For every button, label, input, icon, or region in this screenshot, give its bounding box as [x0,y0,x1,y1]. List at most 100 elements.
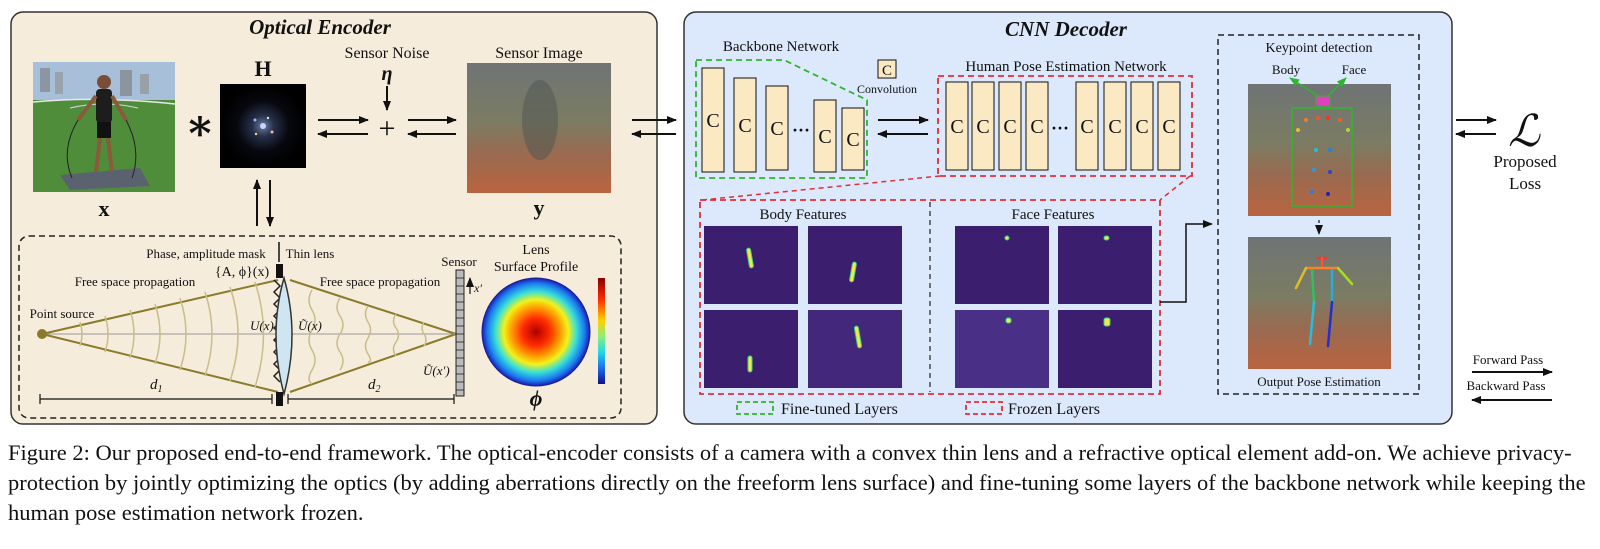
loss-symbol: ℒ [1508,107,1541,156]
keypoint-body-label: Body [1272,62,1301,77]
keypoint-panel: Keypoint detection Body Face [1217,34,1420,395]
frozen-legend-swatch [965,401,1003,415]
keypoint-title: Keypoint detection [1266,41,1373,56]
keypoint-face-label: Face [1342,62,1367,77]
conv-layer-label: C [1135,116,1148,138]
feature-activation [747,355,753,373]
optics-diagram: Phase, amplitude mask {A, ϕ}(x) Thin len… [18,235,622,419]
conv-layer-block [701,67,725,173]
forward-pass-label: Forward Pass [1473,352,1543,367]
conv-layer-label: C [976,116,989,138]
decoder-title: CNN Decoder [1005,17,1128,41]
u-tilde-xprime-label: Ũ(x′) [423,363,450,378]
conv-layer-block [1075,81,1099,171]
backbone-label: Backbone Network [723,39,840,55]
frozen-legend-label: Frozen Layers [1008,401,1100,418]
phi-symbol: ϕ [530,386,543,411]
feature-activation [1103,235,1110,241]
u-tilde-x-label: Ũ(x) [298,318,322,333]
lens-surface-profile [481,277,591,387]
pose-skeleton [1294,256,1354,348]
psf-kernel [220,84,306,168]
output-pose-label: Output Pose Estimation [1257,374,1381,389]
hpe-label: Human Pose Estimation Network [965,59,1167,75]
conv-layer-label: C [818,126,831,148]
backbone-outline [695,59,868,179]
framework-figure: Optical Encoder x ∗ H [10,11,1557,425]
feature-map [955,226,1049,304]
optical-encoder-panel: Optical Encoder x ∗ H [10,11,658,425]
feature-map [808,310,902,388]
feature-activation [849,261,857,283]
conv-layer-label: C [770,118,783,140]
conv-layer-label: C [846,129,859,151]
feature-activation [746,247,754,269]
conv-legend-box [877,59,897,79]
point-source-dot [37,329,47,339]
input-photo [32,62,176,192]
d2-label: d2 [368,377,381,395]
conv-layer-label: C [738,115,751,137]
conv-layer-block [945,81,969,171]
finetuned-legend-label: Fine-tuned Layers [781,401,898,418]
face-features-label: Face Features [1012,207,1095,223]
loss-label-2: Loss [1509,174,1541,193]
encoder-title: Optical Encoder [249,15,392,39]
conv-layer-block [765,85,789,171]
feature-activation [1005,317,1012,324]
point-source-label: Point source [30,306,95,321]
u-x-label: U(x) [250,318,274,333]
lens-profile-title-2: Surface Profile [494,260,578,275]
sensor-image-label: Sensor Image [495,45,583,62]
feature-map [704,310,798,388]
conv-layer-label: C [1030,116,1043,138]
features-panel: Body Features Face Features [699,199,1161,395]
conv-layer-block [1130,81,1154,171]
input-label: x [99,196,110,221]
conv-layer-block [813,99,837,173]
feature-activation [1103,317,1111,327]
conv-layer-label: C [1162,116,1175,138]
mask-label: Phase, amplitude mask [146,246,266,261]
hpe-outline [937,75,1193,177]
lens-profile-title-1: Lens [522,243,549,258]
conv-layer-block [1025,81,1049,171]
loss-label-1: Proposed [1493,152,1557,171]
noise-label: Sensor Noise [345,45,430,62]
conv-layer-label: C [706,110,719,132]
feature-activation [853,325,863,349]
body-features-label: Body Features [759,207,846,223]
conv-layer-block [1157,81,1181,171]
free-space-right-label: Free space propagation [320,274,441,289]
sensor-coord-label: x′ [473,281,482,295]
conv-legend-label: Convolution [857,82,917,96]
backward-pass-label: Backward Pass [1466,378,1545,393]
conv-layer-block [841,107,865,171]
convolve-symbol: ∗ [185,101,215,150]
conv-layer-block [971,81,995,171]
output-label: y [534,195,545,220]
features-to-keypoint-arrow [1160,220,1213,303]
feature-maps [704,226,1152,388]
conv-layer-label: C [1003,116,1016,138]
noise-symbol: η [382,63,393,85]
plus-symbol: + [379,112,396,145]
layers-ellipsis: ··· [792,120,810,140]
d1-label: d1 [150,377,163,395]
conv-layer-label: C [1108,116,1121,138]
conv-layer-block [733,77,757,173]
keypoint-dots [1296,116,1350,196]
conv-layer-label: C [1080,116,1093,138]
feature-map [955,310,1049,388]
layers-ellipsis: ··· [1051,118,1069,138]
thin-lens-label: Thin lens [286,246,335,261]
finetuned-legend-swatch [736,401,774,415]
free-space-left-label: Free space propagation [75,274,196,289]
sensor-label: Sensor [441,254,477,269]
feature-activation [1004,235,1010,241]
kernel-label: H [254,56,271,81]
mask-formula: {A, ϕ}(x) [215,265,270,280]
